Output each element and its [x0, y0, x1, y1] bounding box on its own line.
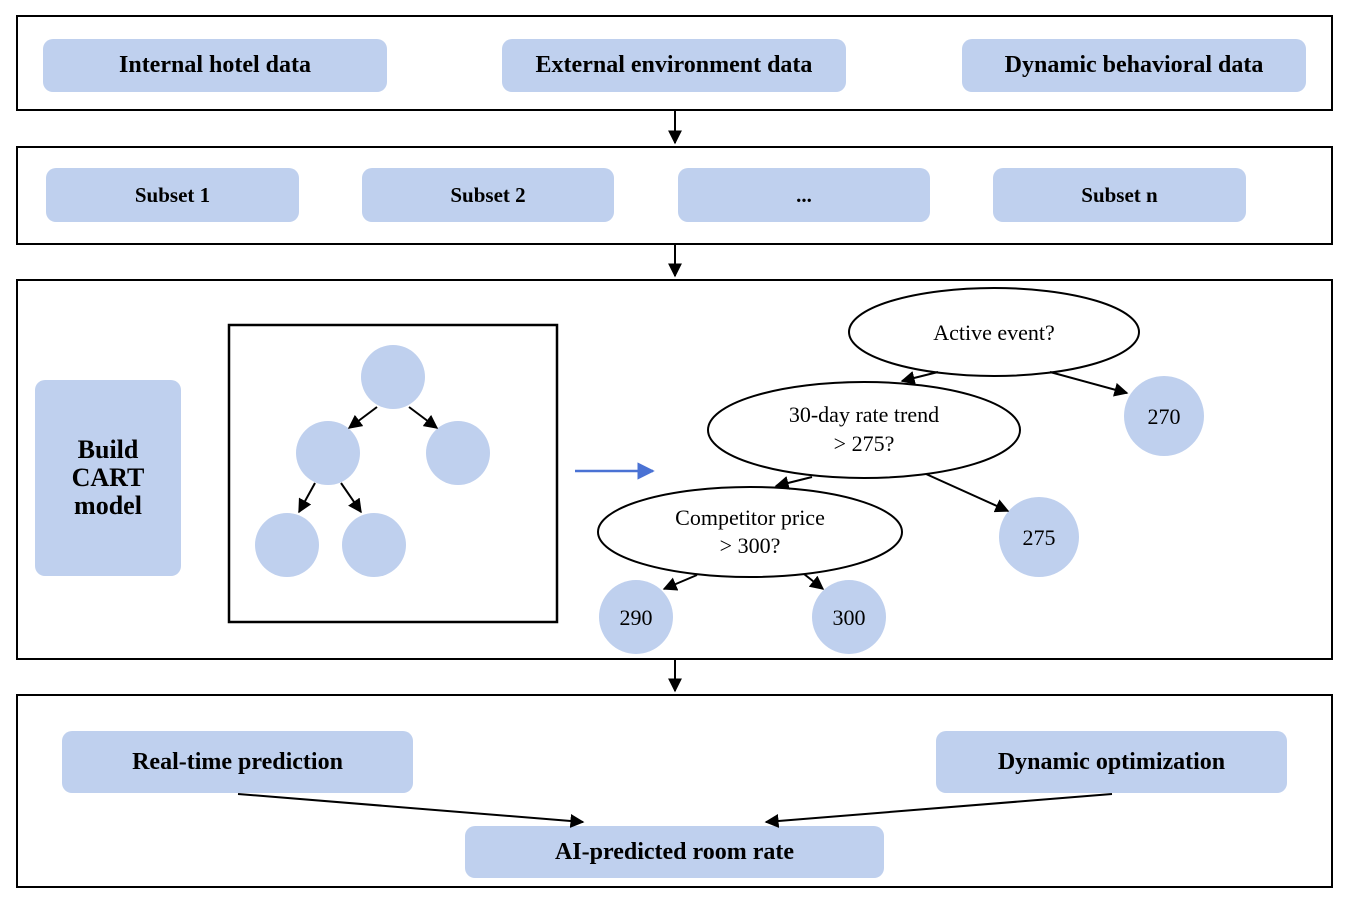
tree-edge-4: [340, 482, 362, 514]
decision-node-active-event-label: Active event?: [933, 320, 1055, 345]
dynamic-behavioral-data-box: Dynamic behavioral data: [962, 39, 1306, 92]
leaf-node-290-label: 290: [620, 605, 653, 630]
decision-edge-mid-left: [774, 476, 813, 490]
decision-node-competitor-price-label-2: > 300?: [720, 533, 781, 558]
subset-1-box: Subset 1: [46, 168, 299, 222]
build-cart-model-box: Build CART model: [35, 380, 181, 576]
leaf-node-300-label: 300: [833, 605, 866, 630]
tree-node-left-right: [342, 513, 406, 577]
subset-2-box: Subset 2: [362, 168, 614, 222]
ai-predicted-room-rate-box: AI-predicted room rate: [465, 826, 884, 878]
decision-edge-root-right: [1049, 371, 1129, 397]
tree-node-left: [296, 421, 360, 485]
leaf-node-275: [999, 497, 1079, 577]
leaf-node-270-label: 270: [1148, 404, 1181, 429]
decision-node-rate-trend-label-1: 30-day rate trend: [789, 402, 939, 427]
tree-node-right: [426, 421, 490, 485]
build-label-line2: CART: [71, 463, 145, 492]
optimization-to-result-arrow: [764, 793, 1113, 828]
leaf-node-270: [1124, 376, 1204, 456]
external-environment-data-box: External environment data: [502, 39, 846, 92]
build-label-line3: model: [74, 491, 142, 520]
decision-edge-low-left: [662, 574, 698, 591]
decision-node-competitor-price-label-1: Competitor price: [675, 505, 825, 530]
internal-hotel-data-box: Internal hotel data: [43, 39, 387, 92]
leaf-node-290: [599, 580, 673, 654]
decision-node-rate-trend: [707, 381, 1021, 479]
tree-edge-2: [408, 406, 439, 429]
tree-node-root: [361, 345, 425, 409]
decision-node-rate-trend-label-2: > 275?: [834, 431, 895, 456]
leaf-node-275-label: 275: [1023, 525, 1056, 550]
build-label-line1: Build: [77, 435, 139, 464]
decision-node-active-event: [848, 287, 1140, 377]
tree-edge-1: [347, 406, 378, 429]
dynamic-optimization-box: Dynamic optimization: [936, 731, 1287, 793]
tree-node-left-left: [255, 513, 319, 577]
subset-ellipsis-box: ...: [678, 168, 930, 222]
realtime-to-result-arrow: [237, 793, 585, 828]
real-time-prediction-box: Real-time prediction: [62, 731, 413, 793]
decision-edge-mid-right: [925, 473, 1010, 513]
leaf-node-300: [812, 580, 886, 654]
subset-n-box: Subset n: [993, 168, 1246, 222]
decision-node-competitor-price: [597, 486, 903, 578]
tree-edge-3: [298, 482, 316, 514]
decision-edge-low-right: [803, 573, 825, 590]
decision-edge-root-left: [900, 371, 939, 385]
